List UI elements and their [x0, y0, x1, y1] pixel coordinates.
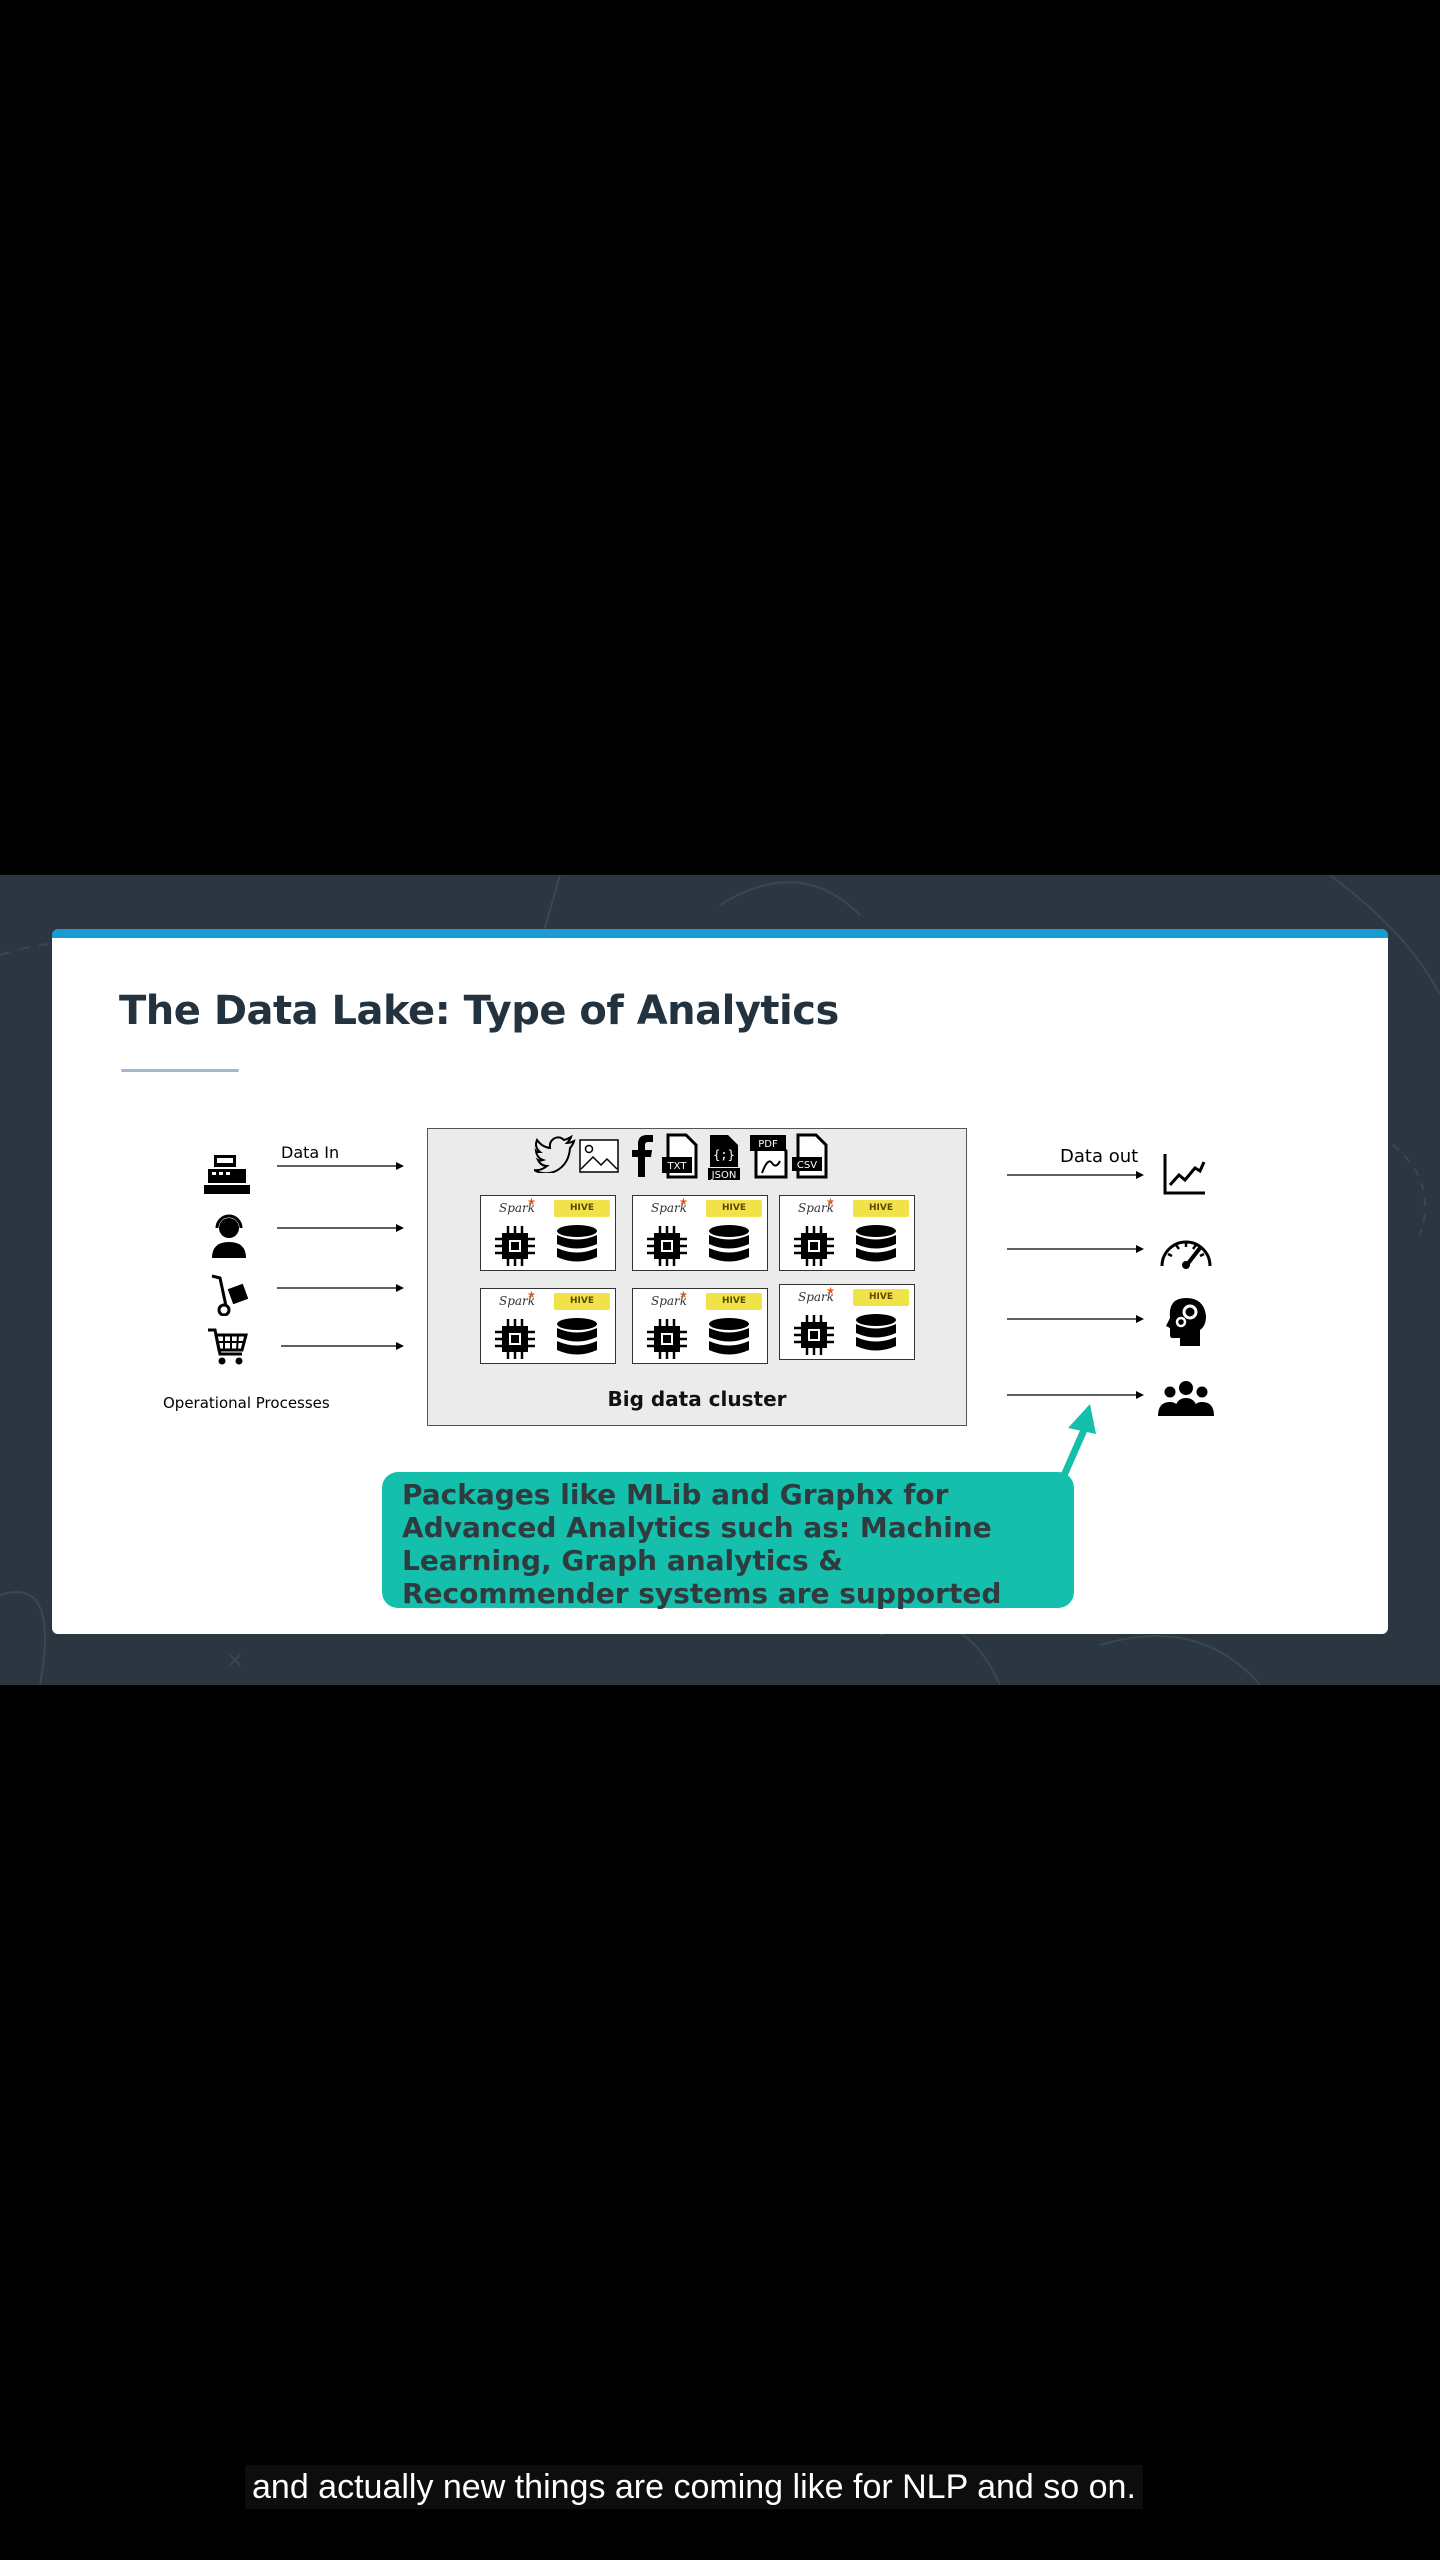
json-file-icon: {;} JSON [708, 1135, 740, 1181]
spark-logo: Spark [499, 1294, 536, 1308]
hive-logo: HIVE [853, 1200, 909, 1217]
slide-title: The Data Lake: Type of Analytics [119, 988, 839, 1034]
shopping-cart-icon [208, 1328, 248, 1365]
database-icon [709, 1318, 749, 1355]
spark-logo: Spark [651, 1294, 688, 1308]
brain-gears-icon [1166, 1298, 1206, 1346]
slide: The Data Lake: Type of Analytics Data In [52, 929, 1388, 1634]
input-arrows [277, 1162, 404, 1350]
csv-tag: CSV [797, 1160, 817, 1171]
hand-truck-icon [211, 1274, 249, 1316]
cash-register-icon [204, 1155, 250, 1194]
json-tag: JSON [711, 1170, 737, 1181]
database-icon [856, 1314, 896, 1351]
operational-processes-label: Operational Processes [163, 1394, 330, 1412]
people-group-icon [1158, 1381, 1214, 1416]
cluster-node: Spark★ HIVE [480, 1288, 616, 1364]
cpu-chip-icon [647, 1226, 687, 1266]
cluster-node: Spark★ HIVE [779, 1284, 915, 1360]
database-icon [709, 1225, 749, 1262]
cpu-chip-icon [647, 1319, 687, 1359]
cluster-label: Big data cluster [607, 1387, 787, 1411]
cluster-node: Spark★ HIVE [632, 1195, 768, 1271]
cpu-chip-icon [495, 1226, 535, 1266]
line-chart-icon [1163, 1154, 1206, 1195]
big-data-cluster: TXT {;} JSON PDF CSV Spark★ HIVE [427, 1128, 967, 1426]
cpu-chip-icon [794, 1226, 834, 1266]
cluster-node: Spark★ HIVE [779, 1195, 915, 1271]
data-in-label: Data In [281, 1143, 340, 1162]
image-icon [579, 1139, 619, 1173]
spark-logo: Spark [798, 1290, 835, 1304]
database-icon [856, 1225, 896, 1262]
spark-logo: Spark [798, 1201, 835, 1215]
cluster-node: Spark★ HIVE [480, 1195, 616, 1271]
cpu-chip-icon [495, 1319, 535, 1359]
hive-logo: HIVE [706, 1293, 762, 1310]
callout-box: Packages like MLib and Graphx for Advanc… [382, 1472, 1074, 1610]
cluster-node: Spark★ HIVE [632, 1288, 768, 1364]
database-icon [557, 1318, 597, 1355]
title-underline [121, 1069, 239, 1072]
svg-text:{;}: {;} [713, 1148, 735, 1162]
hive-logo: HIVE [554, 1200, 610, 1217]
pdf-tag: PDF [758, 1139, 778, 1150]
video-caption: and actually new things are coming like … [245, 2465, 1143, 2509]
speedometer-icon [1160, 1240, 1212, 1269]
hive-logo: HIVE [554, 1293, 610, 1310]
twitter-icon [534, 1135, 576, 1173]
csv-file-icon: CSV [792, 1133, 828, 1179]
facebook-icon [632, 1135, 653, 1177]
database-icon [557, 1225, 597, 1262]
hive-logo: HIVE [853, 1289, 909, 1306]
txt-tag: TXT [667, 1161, 688, 1172]
hive-logo: HIVE [706, 1200, 762, 1217]
txt-file-icon: TXT [662, 1133, 698, 1179]
output-arrows [1007, 1171, 1144, 1399]
pdf-file-icon: PDF [750, 1135, 788, 1179]
spark-logo: Spark [651, 1201, 688, 1215]
cpu-chip-icon [794, 1315, 834, 1355]
callout-text: Packages like MLib and Graphx for Advanc… [402, 1478, 1002, 1610]
data-out-label: Data out [1060, 1146, 1139, 1167]
spark-logo: Spark [499, 1201, 536, 1215]
customer-service-icon [212, 1214, 246, 1258]
